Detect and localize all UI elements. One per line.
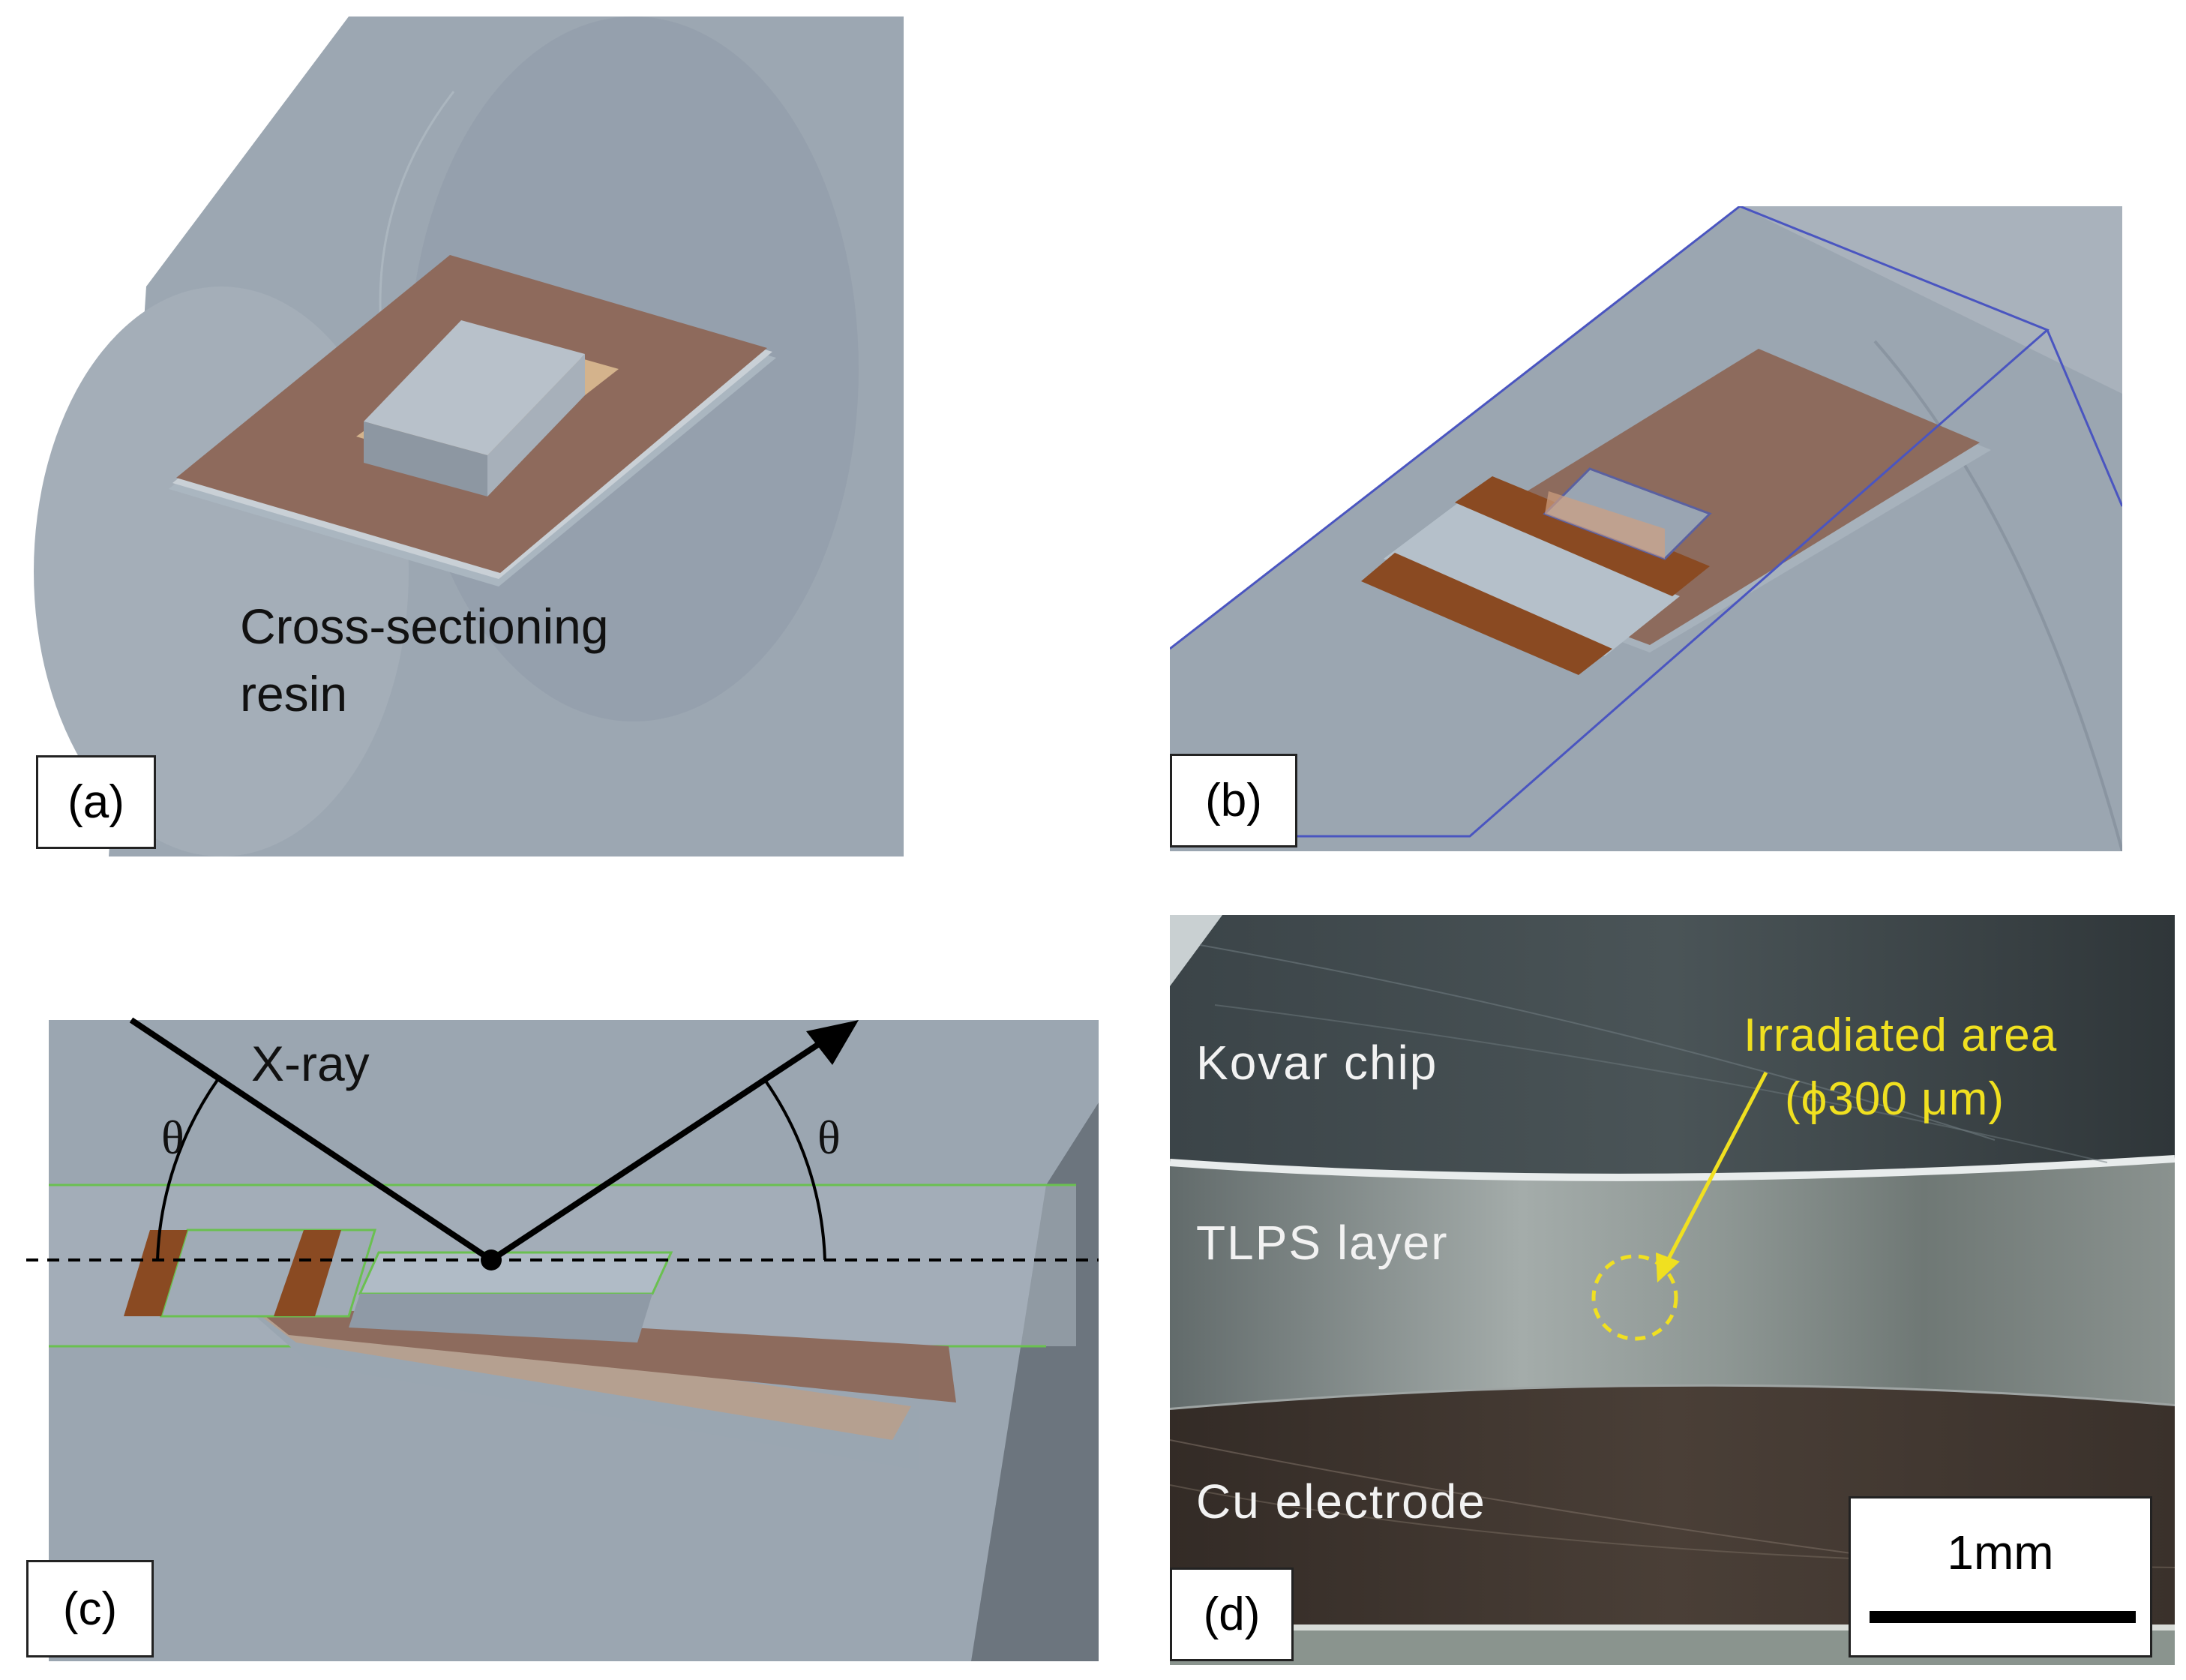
panel-tag-c: (c) [26, 1560, 154, 1658]
scale-bar-box: 1mm [1849, 1496, 2152, 1658]
panel-b: (b) [1170, 206, 2122, 851]
kovar-chip-label: Kovar chip [1196, 1036, 1438, 1090]
sectioned-resin-illustration [1170, 206, 2122, 851]
panel-tag-a: (a) [36, 755, 156, 849]
resin-cylinder-illustration [34, 16, 904, 856]
panel-a: Cross-sectioning resin (a) [34, 16, 904, 856]
xray-geometry-illustration [26, 1017, 1099, 1661]
irradiated-area-label: Irradiated area [1744, 1010, 2058, 1061]
theta-right: θ [817, 1111, 841, 1164]
cu-electrode-label: Cu electrode [1196, 1474, 1486, 1528]
irradiated-area-size: (ϕ300 μm) [1785, 1073, 2005, 1125]
scale-bar [1870, 1611, 2136, 1623]
resin-label-line2: resin [240, 666, 348, 722]
xray-label: X-ray [251, 1036, 370, 1091]
resin-label-line1: Cross-sectioning [240, 598, 609, 654]
panel-tag-b: (b) [1170, 754, 1297, 848]
panel-c: X-ray θ θ (c) [26, 960, 1099, 1661]
scale-bar-label: 1mm [1947, 1526, 2054, 1580]
tlps-layer-label: TLPS layer [1196, 1216, 1449, 1270]
panel-tag-d: (d) [1170, 1568, 1294, 1661]
panel-d: Kovar chip TLPS layer Cu electrode Irrad… [1170, 915, 2175, 1665]
theta-left: θ [161, 1111, 184, 1164]
